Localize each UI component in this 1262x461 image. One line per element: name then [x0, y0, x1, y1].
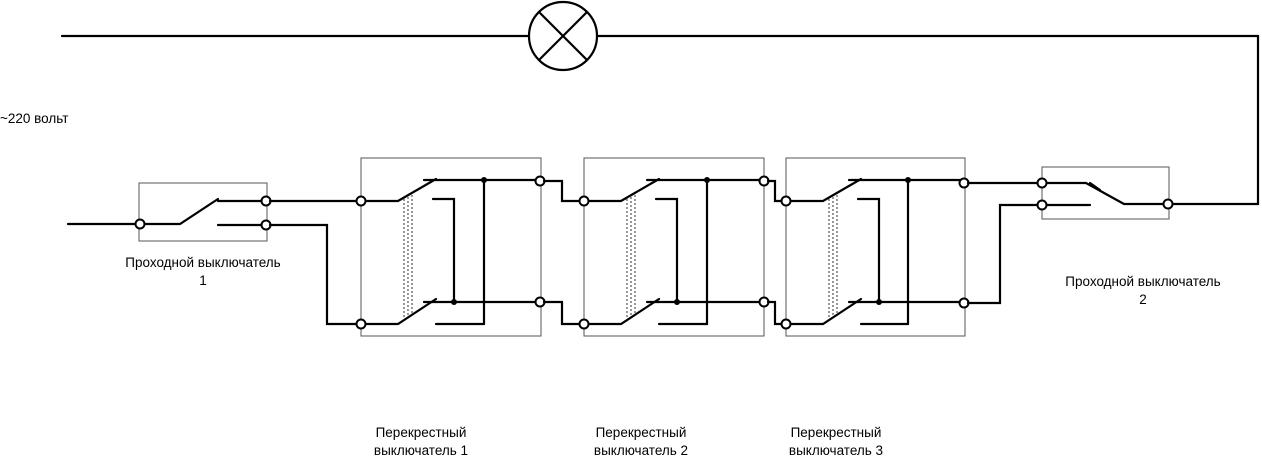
cross-switch-1-label: Перекрестный выключатель 1: [373, 425, 469, 458]
pass-switch-1-label: Проходной выключатель 1: [125, 255, 281, 288]
lamp-circuit: [60, 0, 1260, 206]
pass-switch-1: [66, 182, 272, 242]
cross-switch-1: [355, 157, 546, 337]
cross-switch-2: [578, 157, 770, 337]
pass-switch-2-label: Проходной выключатель 2: [1065, 274, 1221, 307]
lamp-icon: [527, 0, 599, 72]
cross-switch-2-label: Перекрестный выключатель 2: [593, 425, 689, 458]
cross-switch-3-label: Перекрестный выключатель 3: [788, 425, 884, 458]
supply-voltage-label: ~220 вольт: [0, 111, 69, 126]
cross-switch-3: [780, 157, 970, 337]
pass-switch-2: [1036, 166, 1174, 220]
